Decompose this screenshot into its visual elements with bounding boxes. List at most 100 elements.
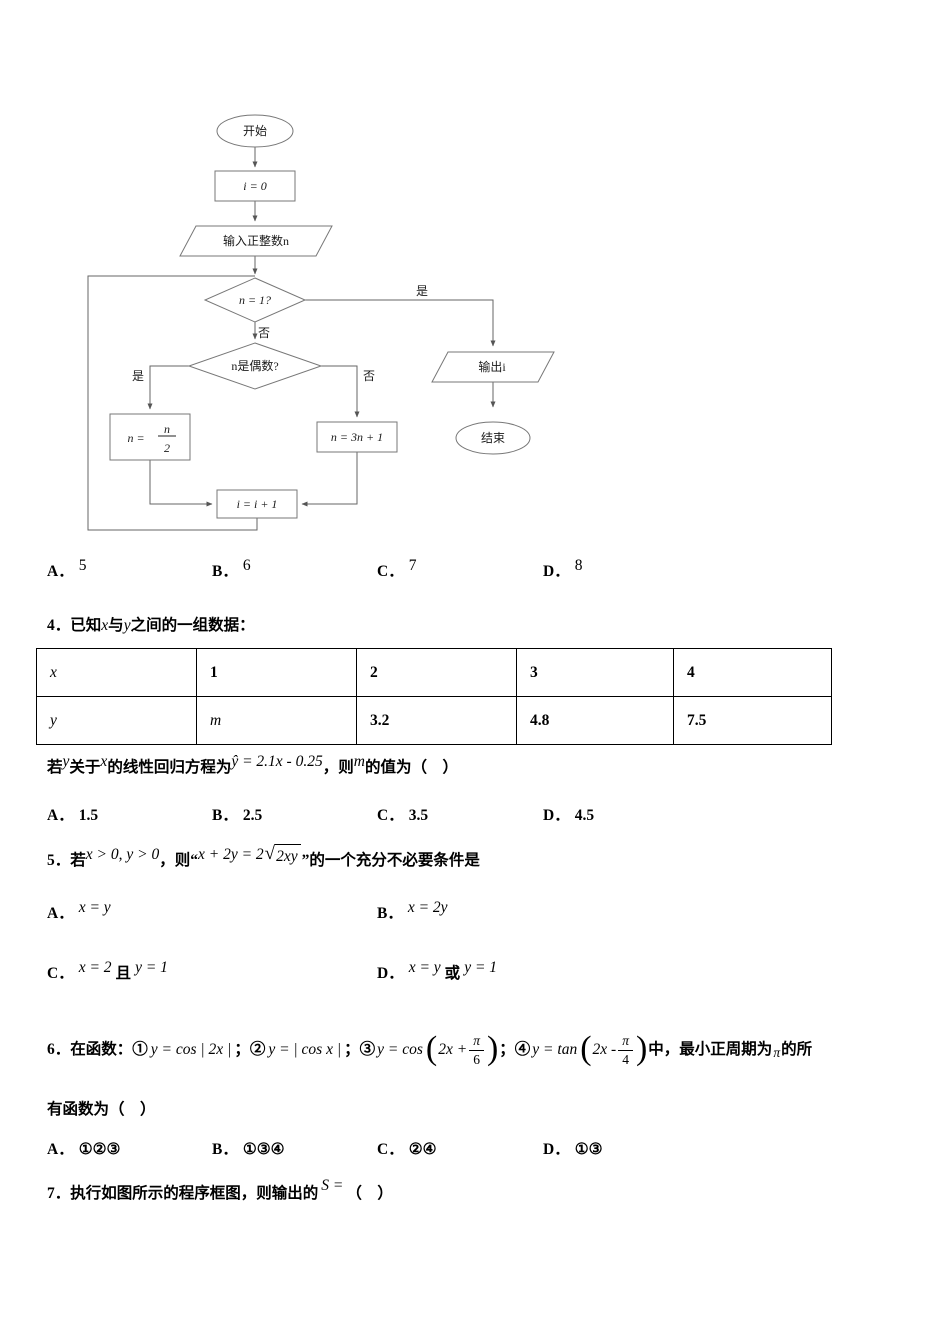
q6-options-row: A．①②③ B．①③④ C．②④ D．①③	[0, 1140, 950, 1168]
q6-option-d: D．①③	[543, 1140, 603, 1160]
option-label: A．	[47, 1141, 74, 1158]
cell-x3: 3	[516, 648, 674, 697]
var-m: m	[353, 753, 365, 770]
init-label: i = 0	[243, 179, 266, 193]
no-label-1: 否	[258, 326, 270, 340]
function-3-inner: 2x +	[438, 1040, 468, 1058]
q4-stem: 4．已知x与y之间的一组数据：	[47, 616, 255, 636]
option-label: D．	[377, 965, 404, 982]
option-value: x = y	[78, 899, 111, 916]
fraction-denominator: 4	[622, 1051, 629, 1067]
decision-n-even	[187, 342, 323, 390]
flow-connectors	[87, 147, 496, 531]
option-label: C．	[47, 965, 74, 982]
q4-option-c: C．3.5	[377, 806, 428, 826]
radical-sign: √	[264, 843, 276, 864]
increment-label: i = i + 1	[237, 497, 278, 511]
yes-label-2: 是	[132, 369, 144, 383]
q3-option-b: B．6	[212, 557, 251, 582]
option-value: 1.5	[78, 807, 99, 824]
cell-x1: 1	[196, 648, 357, 697]
q4-options-row: A．1.5 B．2.5 C．3.5 D．4.5	[0, 806, 950, 834]
option-value-part: y = 1	[135, 959, 168, 976]
q5-number: 5．	[47, 852, 71, 869]
decision1-label: n = 1?	[239, 293, 271, 307]
fraction-denominator: 6	[473, 1051, 480, 1067]
q4-followup-text: 的线性回归方程为	[107, 759, 232, 776]
var-x: x	[100, 753, 108, 770]
q4-followup-text: 的值为（ ）	[364, 759, 458, 776]
function-4-inner: 2x -	[592, 1040, 617, 1058]
no-label-2: 否	[363, 369, 375, 383]
half-box	[109, 413, 191, 461]
q5-equation-left: x + 2y = 2	[197, 846, 264, 863]
decision2-label: n是偶数?	[231, 358, 278, 373]
option-value: ①③	[574, 1141, 603, 1158]
var-s-equals: S =	[321, 1177, 344, 1194]
half-numerator: n	[164, 422, 170, 436]
option-value: 5	[78, 557, 87, 574]
triple-box	[316, 421, 398, 453]
q6-stem-text: ；④	[499, 1040, 531, 1058]
option-label: A．	[47, 807, 74, 824]
option-value: 3.5	[408, 807, 429, 824]
option-label: C．	[377, 807, 404, 824]
q4-option-d: D．4.5	[543, 806, 594, 826]
radicand: 2xy	[275, 844, 301, 867]
open-paren: (	[425, 1029, 438, 1067]
init-box	[214, 170, 296, 202]
q3-option-d: D．8	[543, 557, 582, 582]
option-label: B．	[377, 905, 403, 922]
function-3-prefix: y = cos	[377, 1040, 423, 1058]
triple-label: n = 3n + 1	[331, 430, 383, 444]
q5-stem: 5．若x > 0, y > 0，则“x + 2y = 2√2xy”的一个充分不必…	[47, 844, 480, 873]
end-label: 结束	[481, 431, 505, 445]
cell-y1: m	[196, 696, 357, 745]
cell-x2: 2	[356, 648, 517, 697]
option-value: ①③④	[242, 1141, 285, 1158]
table-row-x: x 1 2 3 4	[36, 648, 832, 697]
table-row-y: y m 3.2 4.8 7.5	[36, 696, 832, 745]
input-parallelogram	[179, 225, 333, 257]
q4-stem-text: 已知	[70, 617, 102, 634]
q3-flowchart: 开始 i = 0 输入正整数n n = 1? 是 否 n是偶数? 是 否 n =…	[87, 114, 555, 531]
option-value-part: x = 2	[78, 959, 112, 976]
q4-stem-text: 之间的一组数据：	[130, 617, 255, 634]
q3-options-row: A．5 B．6 C．7 D．8	[0, 557, 950, 590]
q4-data-table: x 1 2 3 4 y m 3.2 4.8 7.5	[36, 648, 832, 745]
cell-y-header: y	[36, 696, 197, 745]
q5-stem-text: ”的一个充分不必要条件是	[301, 852, 480, 869]
open-paren: (	[580, 1029, 592, 1067]
regression-formula: ŷ = 2.1x - 0.25	[231, 753, 323, 770]
option-value: x = 2y	[407, 899, 448, 916]
half-prefix: n =	[127, 431, 144, 445]
half-denominator: 2	[164, 441, 170, 455]
option-value-part: x = y	[408, 959, 441, 976]
start-terminator	[216, 114, 294, 148]
q5-option-a: A．x = y	[47, 899, 111, 924]
output-label: 输出i	[478, 359, 506, 374]
option-label: D．	[543, 563, 570, 580]
cell-x4: 4	[673, 648, 832, 697]
option-label: B．	[212, 1141, 238, 1158]
option-label: C．	[377, 1141, 404, 1158]
var-y: y	[62, 753, 70, 770]
q4-followup-text: 关于	[69, 759, 101, 776]
option-value: 6	[242, 557, 251, 574]
var-x: x	[101, 617, 109, 634]
cell-y2: 3.2	[356, 696, 517, 745]
option-value: 7	[408, 557, 417, 574]
function-1: y = cos | 2x |	[150, 1040, 232, 1058]
function-4-prefix: y = tan	[532, 1040, 578, 1058]
q7-stem-text: 执行如图所示的程序框图，则输出的	[70, 1185, 319, 1202]
q6-stem-text: ；②	[234, 1040, 266, 1058]
q3-option-a: A．5	[47, 557, 86, 582]
q6-number: 6．	[47, 1040, 71, 1058]
q4-followup-text: ，则	[322, 759, 354, 776]
option-label: B．	[212, 563, 238, 580]
